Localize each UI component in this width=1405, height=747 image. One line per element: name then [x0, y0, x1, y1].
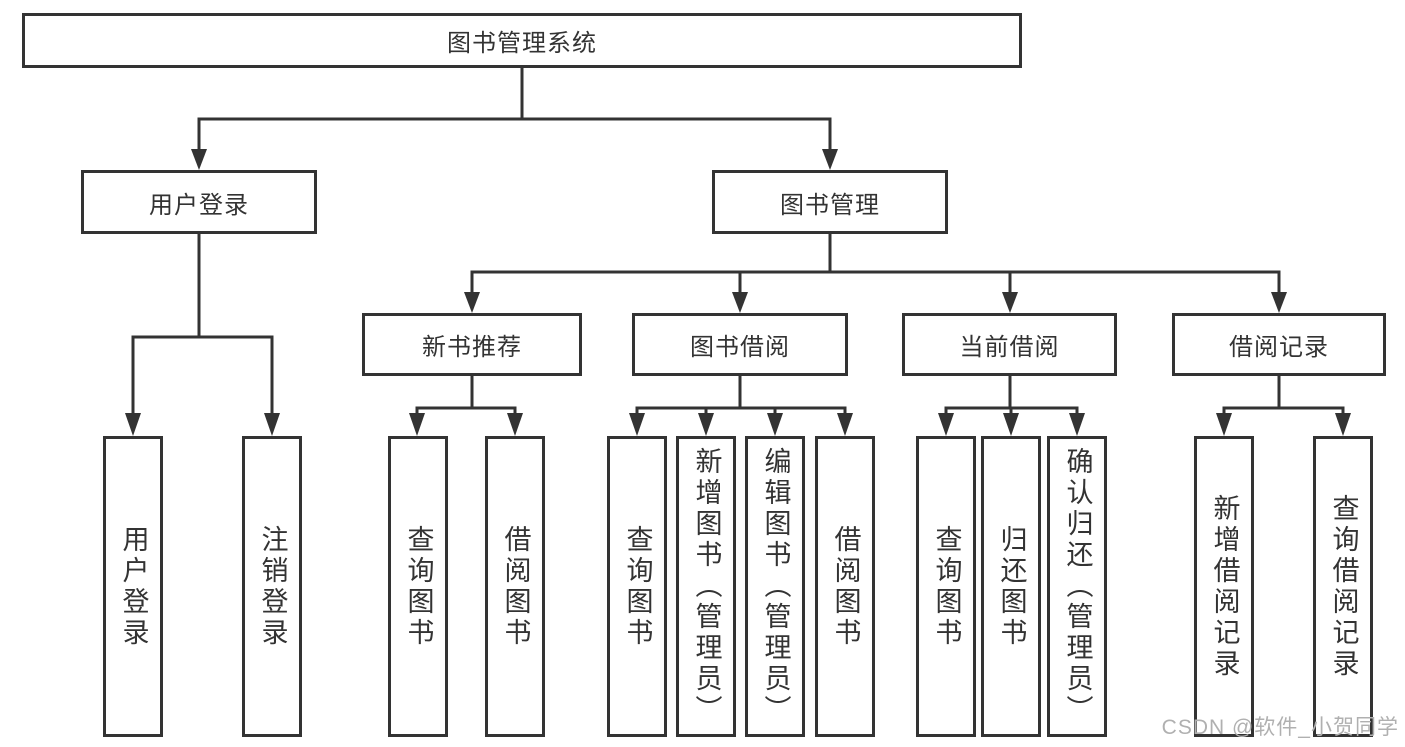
- leaf-query-books-2: 查询图书: [607, 436, 667, 737]
- leaf-confirm-return-admin: 确认归还（管理员）: [1047, 436, 1107, 737]
- leaf-add-books-admin: 新增图书（管理员）: [676, 436, 736, 737]
- leaf-add-borrow-record: 新增借阅记录: [1194, 436, 1254, 737]
- node-label: 用户登录: [149, 191, 249, 219]
- leaf-user-login: 用户登录: [103, 436, 163, 737]
- node-label: 图书管理: [780, 191, 880, 219]
- leaf-label: 注销登录: [257, 524, 288, 649]
- node-borrowing-records: 借阅记录: [1172, 313, 1386, 376]
- leaf-query-borrow-record: 查询借阅记录: [1313, 436, 1373, 737]
- leaf-label: 归还图书: [996, 524, 1027, 649]
- leaf-label: 新增借阅记录: [1209, 493, 1240, 680]
- node-label: 图书管理系统: [447, 30, 597, 57]
- leaf-label: 借阅图书: [500, 524, 531, 649]
- leaf-logout: 注销登录: [242, 436, 302, 737]
- leaf-label: 借阅图书: [830, 524, 861, 649]
- node-user-login: 用户登录: [81, 170, 317, 234]
- leaf-label: 查询图书: [931, 524, 962, 649]
- leaf-borrow-books-1: 借阅图书: [485, 436, 545, 737]
- leaf-label: 编辑图书（管理员）: [760, 447, 791, 726]
- leaf-label: 查询图书: [622, 524, 653, 649]
- leaf-label: 用户登录: [118, 524, 149, 649]
- leaf-query-books-3: 查询图书: [916, 436, 976, 737]
- leaf-label: 确认归还（管理员）: [1062, 447, 1093, 726]
- node-current-borrowing: 当前借阅: [902, 313, 1117, 376]
- leaf-borrow-books-2: 借阅图书: [815, 436, 875, 737]
- node-new-book-recommendation: 新书推荐: [362, 313, 582, 376]
- leaf-label: 查询借阅记录: [1328, 493, 1359, 680]
- node-label: 图书借阅: [690, 334, 790, 361]
- node-library-management-system: 图书管理系统: [22, 13, 1022, 68]
- leaf-edit-books-admin: 编辑图书（管理员）: [745, 436, 805, 737]
- leaf-return-books: 归还图书: [981, 436, 1041, 737]
- node-book-management: 图书管理: [712, 170, 948, 234]
- node-book-borrowing: 图书借阅: [632, 313, 848, 376]
- node-label: 借阅记录: [1229, 334, 1329, 361]
- leaf-query-books-1: 查询图书: [388, 436, 448, 737]
- leaf-label: 新增图书（管理员）: [691, 447, 722, 726]
- leaf-label: 查询图书: [403, 524, 434, 649]
- watermark: CSDN @软件_小贺同学: [1161, 716, 1399, 739]
- node-label: 当前借阅: [959, 334, 1060, 361]
- node-label: 新书推荐: [422, 334, 522, 361]
